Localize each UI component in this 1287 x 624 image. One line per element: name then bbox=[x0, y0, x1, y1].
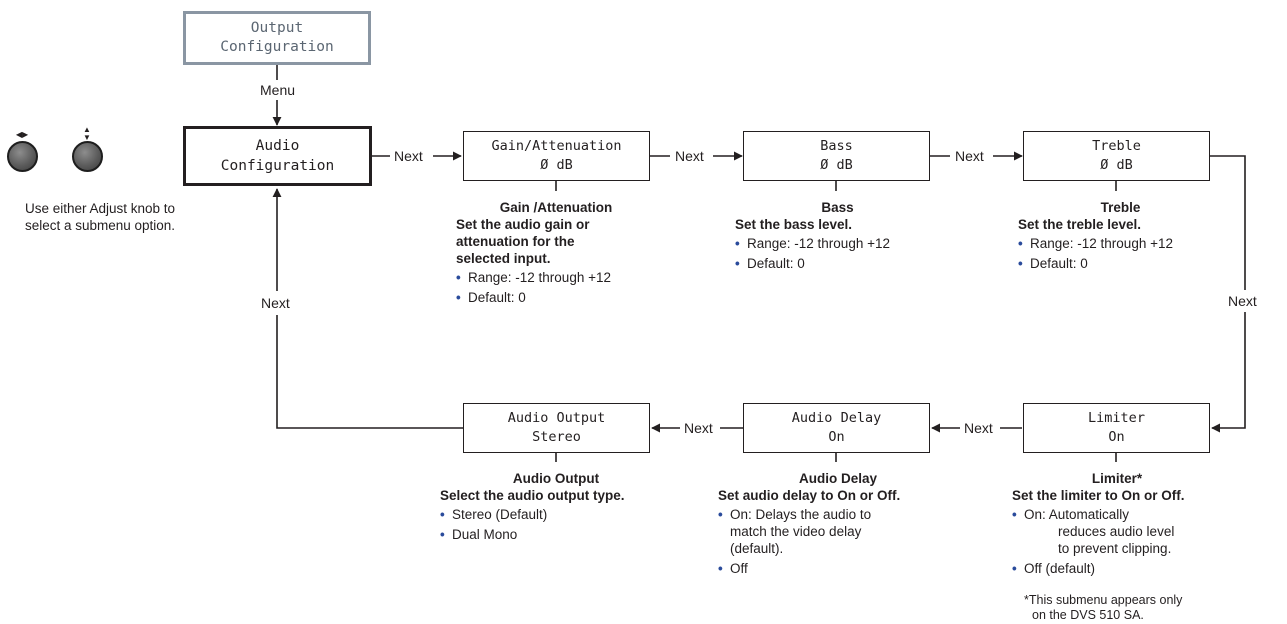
audio-delay-lcd-line1: Audio Delay bbox=[791, 410, 882, 426]
treble-lcd-line2: Ø dB bbox=[1100, 157, 1133, 173]
gain-attenuation-description: Gain /Attenuation Set the audio gain or … bbox=[456, 199, 656, 309]
limiter-bullet-on-line1: On: Automatically bbox=[1024, 507, 1130, 522]
audio-delay-bullet-off: Off bbox=[718, 560, 958, 577]
audio-output-lcd-line2: Stereo bbox=[532, 429, 581, 445]
treble-title: Treble bbox=[1100, 200, 1141, 215]
next-label-limiter-to-delay: Next bbox=[962, 420, 995, 436]
knob-caption: Use either Adjust knob to select a subme… bbox=[0, 200, 200, 234]
limiter-sub-line1: Set the limiter to On or Off. bbox=[1012, 488, 1185, 503]
output-configuration-box: Output Configuration bbox=[183, 11, 371, 65]
treble-lcd-line1: Treble bbox=[1092, 138, 1141, 154]
audio-delay-sub-line1: Set audio delay to On or Off. bbox=[718, 488, 901, 503]
limiter-bullet-on-line2: reduces audio level bbox=[1058, 524, 1175, 539]
next-label-current-to-gain: Next bbox=[392, 148, 425, 164]
limiter-box: Limiter On bbox=[1023, 403, 1210, 453]
limiter-bullet-on-line3: to prevent clipping. bbox=[1058, 541, 1172, 556]
gain-attenuation-sub-line2: attenuation for the bbox=[456, 234, 575, 249]
menu-label: Menu bbox=[258, 82, 298, 98]
knob-caption-line1: Use either Adjust knob to bbox=[24, 201, 176, 216]
treble-box: Treble Ø dB bbox=[1023, 131, 1210, 181]
gain-attenuation-bullet-range: Range: -12 through +12 bbox=[456, 269, 656, 286]
audio-delay-lcd-line2: On bbox=[828, 429, 845, 445]
audio-delay-bullet-on: On: Delays the audio to match the video … bbox=[718, 506, 958, 557]
audio-delay-title: Audio Delay bbox=[798, 471, 877, 486]
audio-output-sub-line1: Select the audio output type. bbox=[440, 488, 625, 503]
audio-configuration-box: Audio Configuration bbox=[183, 126, 372, 186]
limiter-footnote-line1: *This submenu appears only bbox=[1024, 593, 1183, 607]
gain-attenuation-lcd-line1: Gain/Attenuation bbox=[491, 138, 622, 154]
bass-bullet-range: Range: -12 through +12 bbox=[735, 235, 940, 252]
bass-sub-line1: Set the bass level. bbox=[735, 217, 853, 232]
gain-attenuation-sub-line1: Set the audio gain or bbox=[456, 217, 590, 232]
connector-treble-to-limiter-a bbox=[1210, 155, 1246, 290]
bass-bullets: Range: -12 through +12 Default: 0 bbox=[735, 235, 940, 272]
bass-lcd-line1: Bass bbox=[820, 138, 853, 154]
next-label-treble-to-limiter: Next bbox=[1226, 293, 1259, 309]
limiter-bullet-off: Off (default) bbox=[1012, 560, 1222, 577]
knob-caption-line2: select a submenu option. bbox=[24, 218, 176, 233]
audio-configuration-line1: Audio bbox=[255, 138, 300, 154]
audio-output-title: Audio Output bbox=[512, 471, 600, 486]
limiter-bullet-on: On: Automatically reduces audio level to… bbox=[1012, 506, 1222, 557]
gain-attenuation-lcd-line2: Ø dB bbox=[540, 157, 573, 173]
bass-bullet-default: Default: 0 bbox=[735, 255, 940, 272]
next-label-output-to-current: Next bbox=[259, 295, 292, 311]
gain-attenuation-title: Gain /Attenuation bbox=[499, 200, 613, 215]
treble-sub-line1: Set the treble level. bbox=[1018, 217, 1142, 232]
bass-title: Bass bbox=[821, 200, 854, 215]
limiter-bullets: On: Automatically reduces audio level to… bbox=[1012, 506, 1222, 577]
output-configuration-line2: Configuration bbox=[220, 39, 334, 55]
bass-box: Bass Ø dB bbox=[743, 131, 930, 181]
limiter-footnote: *This submenu appears only on the DVS 51… bbox=[1024, 593, 1224, 623]
horizontal-adjust-knob-icon bbox=[7, 141, 38, 172]
audio-output-box: Audio Output Stereo bbox=[463, 403, 650, 453]
output-configuration-line1: Output bbox=[250, 20, 304, 36]
limiter-lcd-line1: Limiter bbox=[1088, 410, 1145, 426]
gain-attenuation-sub-line3: selected input. bbox=[456, 251, 551, 266]
next-label-bass-to-treble: Next bbox=[953, 148, 986, 164]
limiter-description: Limiter* Set the limiter to On or Off. O… bbox=[1012, 470, 1222, 580]
limiter-lcd-line2: On bbox=[1108, 429, 1125, 445]
gain-attenuation-box: Gain/Attenuation Ø dB bbox=[463, 131, 650, 181]
limiter-title: Limiter* bbox=[1091, 471, 1143, 486]
connector-output-to-current-a bbox=[276, 315, 463, 429]
treble-bullet-default: Default: 0 bbox=[1018, 255, 1223, 272]
audio-delay-bullets: On: Delays the audio to match the video … bbox=[718, 506, 958, 577]
audio-configuration-line2: Configuration bbox=[220, 158, 335, 174]
audio-output-bullet-dual-mono: Dual Mono bbox=[440, 526, 672, 543]
treble-bullets: Range: -12 through +12 Default: 0 bbox=[1018, 235, 1223, 272]
audio-output-lcd-line1: Audio Output bbox=[507, 410, 606, 426]
bass-description: Bass Set the bass level. Range: -12 thro… bbox=[735, 199, 940, 275]
audio-output-description: Audio Output Select the audio output typ… bbox=[440, 470, 672, 546]
connector-treble-to-limiter-b bbox=[1211, 312, 1246, 433]
audio-delay-bullet-on-line2: match the video delay bbox=[730, 524, 862, 539]
treble-bullet-range: Range: -12 through +12 bbox=[1018, 235, 1223, 252]
audio-delay-box: Audio Delay On bbox=[743, 403, 930, 453]
bass-lcd-line2: Ø dB bbox=[820, 157, 853, 173]
gain-attenuation-bullet-default: Default: 0 bbox=[456, 289, 656, 306]
treble-description: Treble Set the treble level. Range: -12 … bbox=[1018, 199, 1223, 275]
next-label-gain-to-bass: Next bbox=[673, 148, 706, 164]
up-down-arrows-icon: ▲▼ bbox=[83, 125, 91, 142]
audio-delay-bullet-on-line1: On: Delays the audio to bbox=[730, 507, 872, 522]
audio-delay-description: Audio Delay Set audio delay to On or Off… bbox=[718, 470, 958, 580]
left-right-arrows-icon: ◀▶ bbox=[15, 130, 29, 139]
limiter-footnote-line2: on the DVS 510 SA. bbox=[1032, 608, 1144, 622]
gain-attenuation-bullets: Range: -12 through +12 Default: 0 bbox=[456, 269, 656, 306]
next-label-delay-to-output: Next bbox=[682, 420, 715, 436]
audio-delay-bullet-on-line3: (default). bbox=[730, 541, 784, 556]
audio-output-bullets: Stereo (Default) Dual Mono bbox=[440, 506, 672, 543]
vertical-adjust-knob-icon bbox=[72, 141, 103, 172]
audio-output-bullet-stereo: Stereo (Default) bbox=[440, 506, 672, 523]
